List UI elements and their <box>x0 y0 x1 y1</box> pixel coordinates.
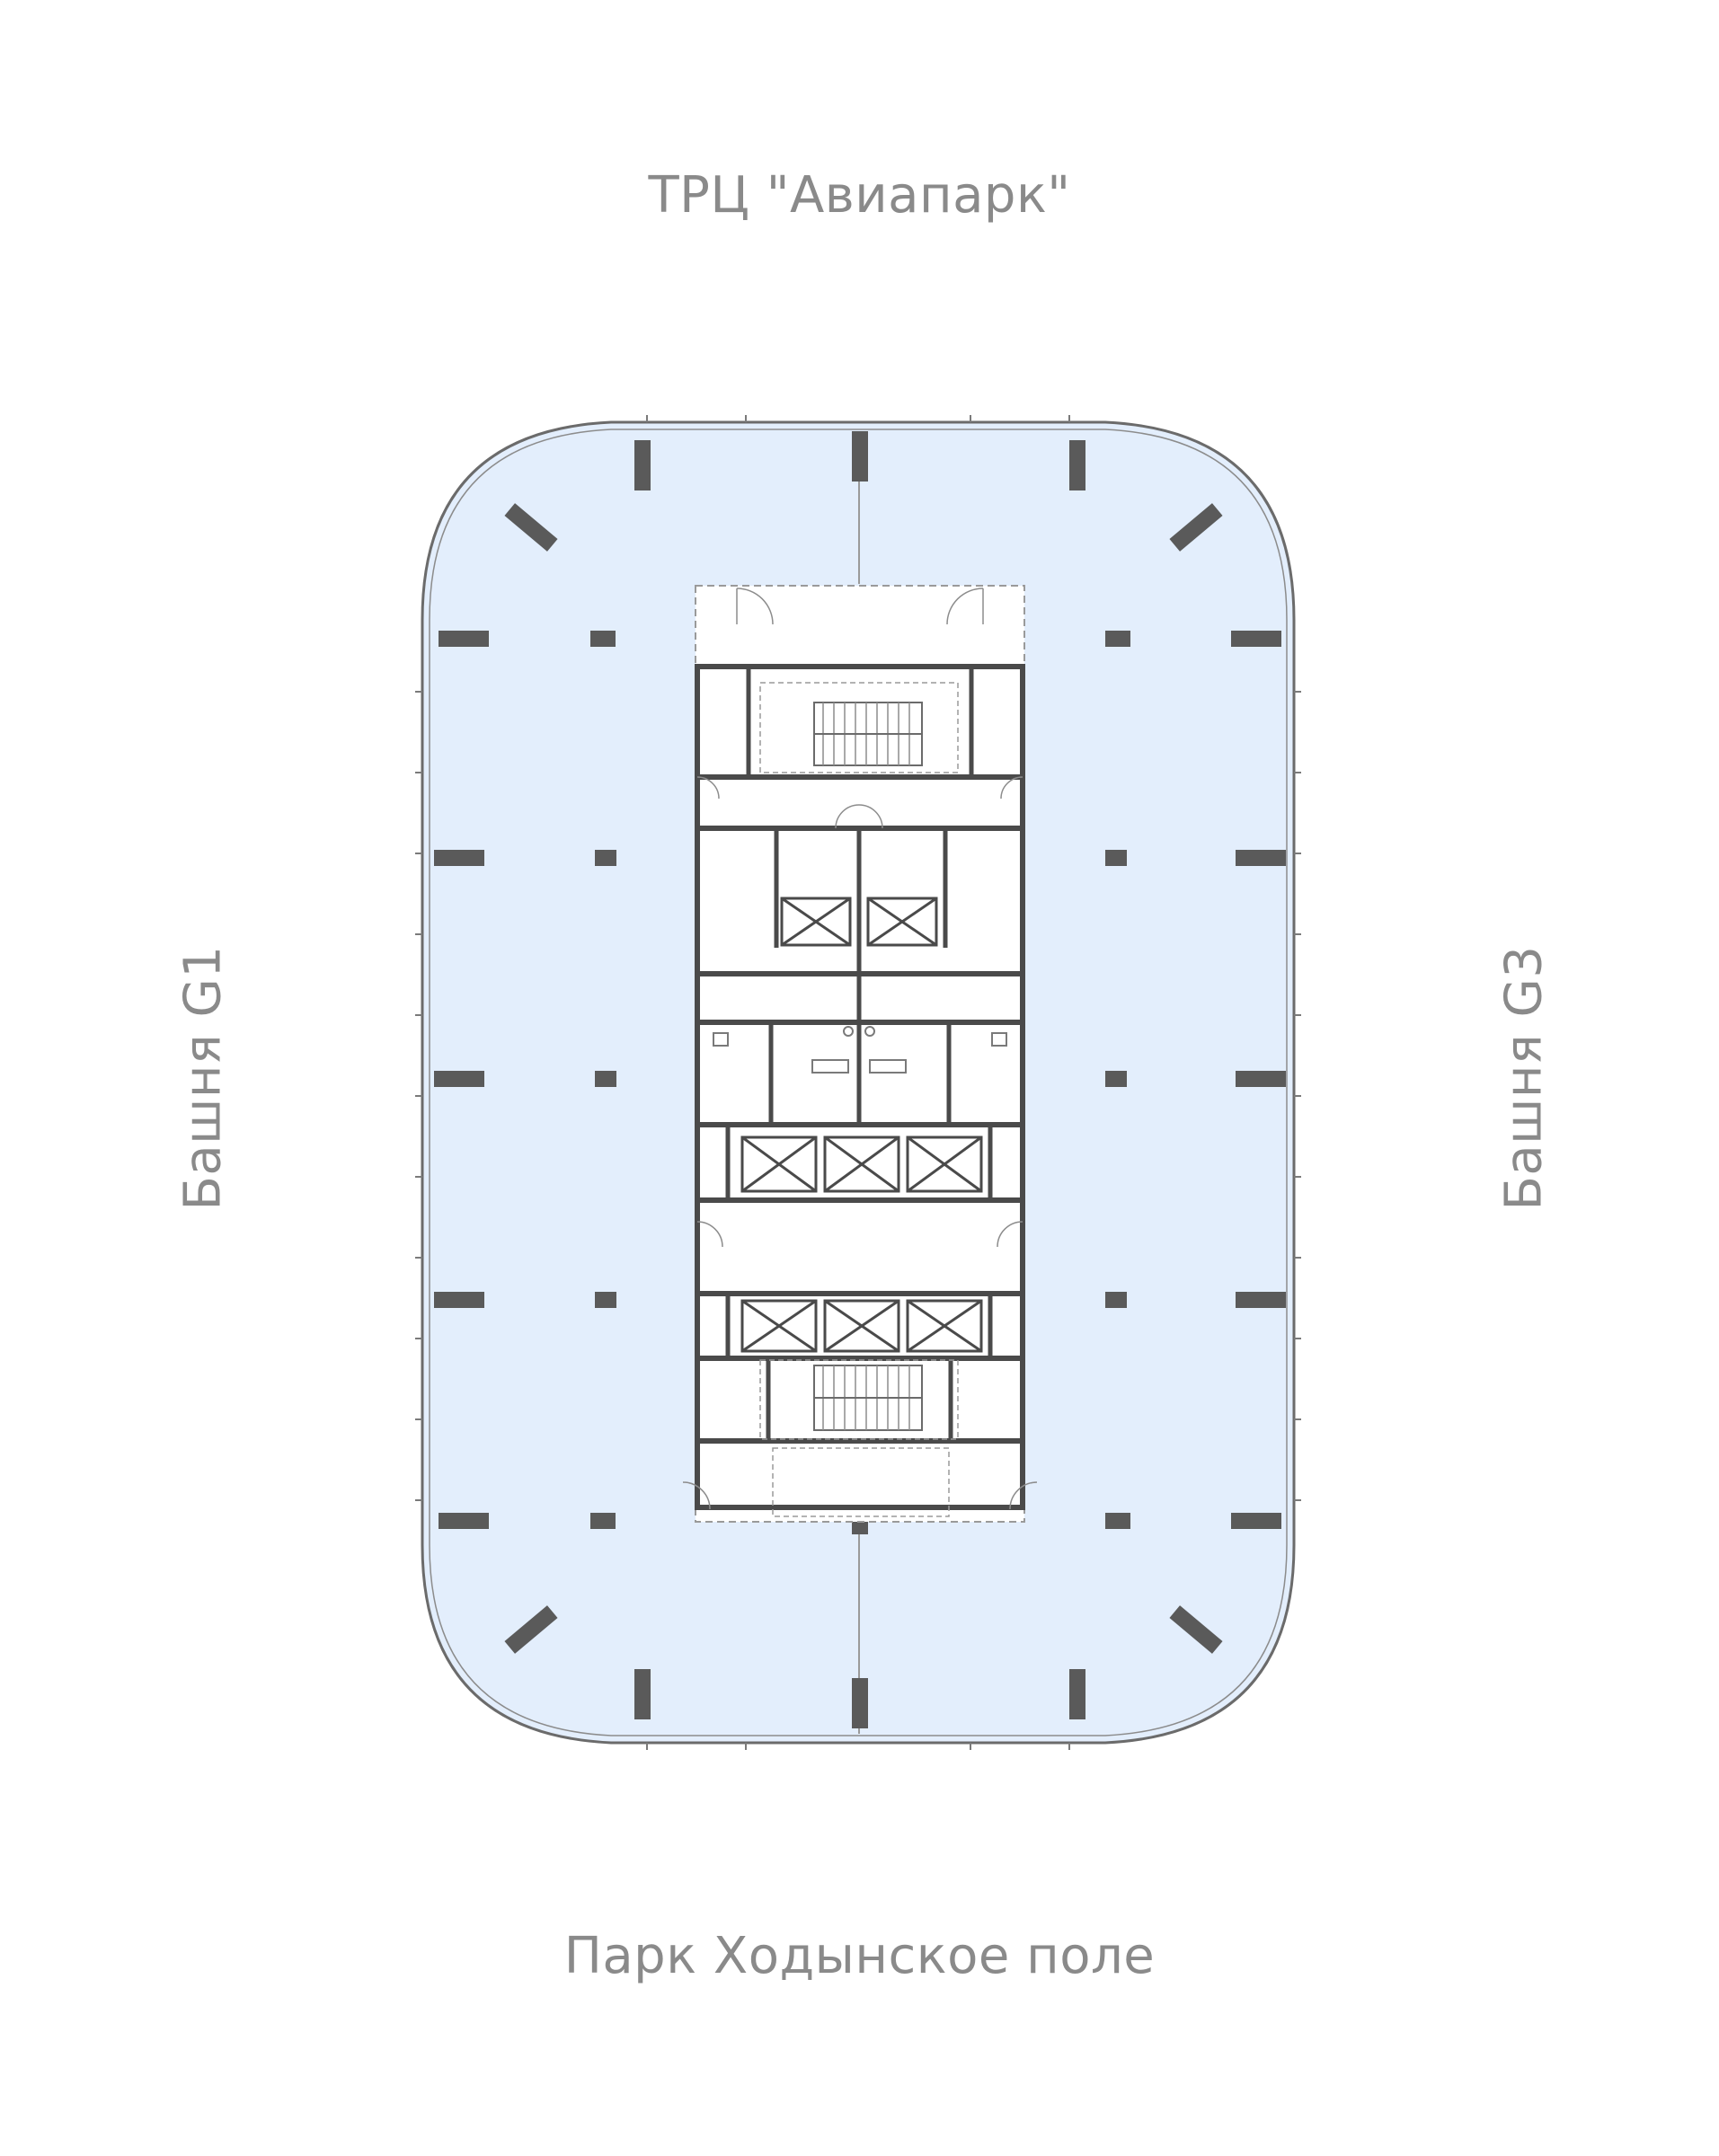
stair-bottom <box>813 1365 923 1431</box>
restroom-fixtures <box>713 1026 1007 1074</box>
label-trc-aviapark: ТРЦ "Авиапарк" <box>648 166 1071 225</box>
label-khodynskoe-park: Парк Ходынское поле <box>563 1927 1156 1985</box>
stair-top <box>813 702 923 766</box>
columns <box>434 431 1286 1728</box>
facade-mullions <box>415 415 1301 1750</box>
door-swings <box>682 588 1038 1510</box>
elevators <box>740 897 983 1353</box>
building-core <box>682 585 1038 1523</box>
